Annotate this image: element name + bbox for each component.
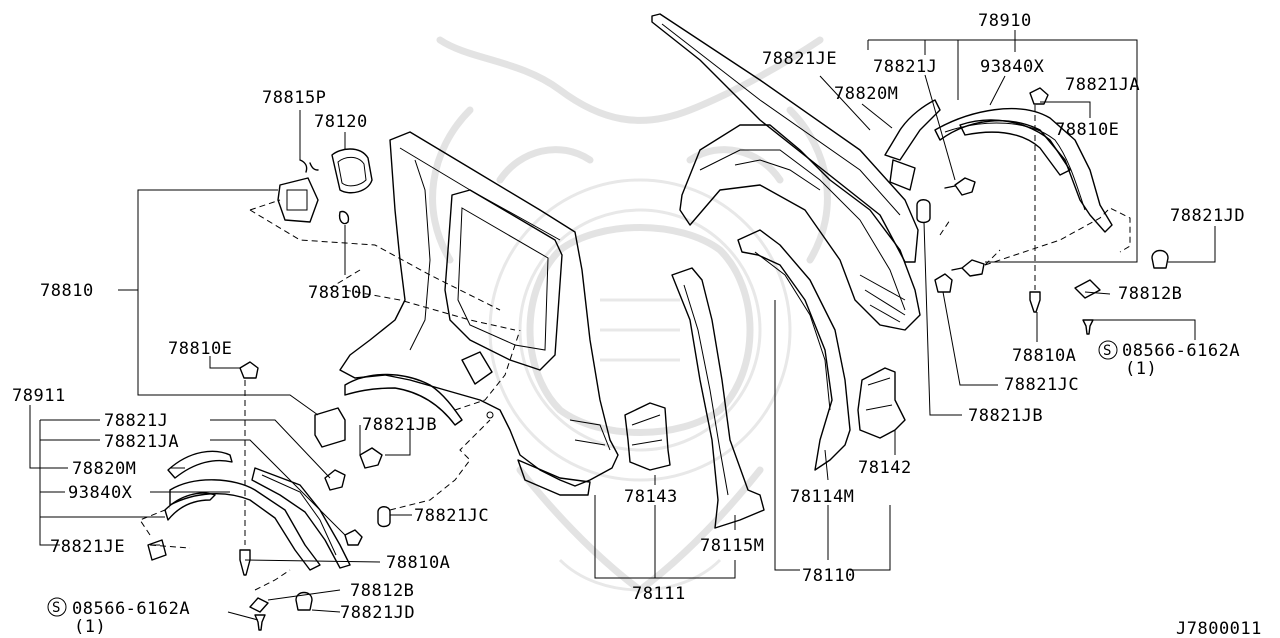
label-78810a-right: 78810A bbox=[1012, 346, 1076, 366]
label-qty-right: (1) bbox=[1125, 359, 1157, 379]
label-78810e-right: 78810E bbox=[1055, 120, 1119, 140]
label-78110: 78110 bbox=[802, 566, 856, 586]
label-78821je-right: 78821JE bbox=[762, 49, 837, 69]
right-fasteners bbox=[916, 87, 1169, 335]
label-78821jd-right: 78821JD bbox=[1170, 206, 1245, 226]
label-78910: 78910 bbox=[978, 11, 1032, 31]
label-78143: 78143 bbox=[624, 487, 678, 507]
fuel-filler-parts bbox=[277, 148, 373, 448]
label-78821jc-right: 78821JC bbox=[1004, 375, 1079, 395]
right-quarter-panel bbox=[651, 13, 921, 331]
label-78821ja-right: 78821JA bbox=[1065, 75, 1140, 95]
label-78115m: 78115M bbox=[700, 536, 764, 556]
label-78810e-left: 78810E bbox=[168, 339, 232, 359]
label-78120: 78120 bbox=[314, 112, 368, 132]
label-93840x-left: 93840X bbox=[68, 483, 133, 503]
label-78821j-left: 78821J bbox=[104, 411, 168, 431]
s-symbol-left: S bbox=[52, 600, 60, 616]
label-78810d: 78810D bbox=[308, 283, 372, 303]
label-78142: 78142 bbox=[858, 458, 912, 478]
inner-wheelhouse-panel bbox=[737, 229, 851, 471]
label-78810: 78810 bbox=[40, 281, 94, 301]
label-78812b-left: 78812B bbox=[350, 581, 414, 601]
label-78810a-left: 78810A bbox=[386, 553, 450, 573]
label-78820m-right: 78820M bbox=[834, 84, 898, 104]
label-qty-left: (1) bbox=[74, 617, 106, 637]
label-78114m: 78114M bbox=[790, 487, 854, 507]
label-78821jc-left: 78821JC bbox=[414, 506, 489, 526]
standard-part-symbols bbox=[47, 340, 1118, 617]
label-78821j-right: 78821J bbox=[873, 57, 937, 77]
s-symbol-right: S bbox=[1103, 343, 1111, 359]
label-78821jd-left: 78821JD bbox=[340, 603, 415, 623]
label-78821ja-left: 78821JA bbox=[104, 432, 179, 452]
label-78820m-left: 78820M bbox=[72, 459, 136, 479]
left-quarter-panel bbox=[339, 131, 619, 496]
label-78821jb-left: 78821JB bbox=[362, 415, 437, 435]
watermark-emblem bbox=[429, 36, 831, 594]
diagram-code: J7800011 bbox=[1176, 619, 1262, 638]
dashed-guides bbox=[139, 105, 1131, 591]
leader-lines bbox=[29, 30, 1216, 621]
label-78911: 78911 bbox=[12, 386, 66, 406]
label-78812b-right: 78812B bbox=[1118, 284, 1182, 304]
callout-labels: 78910 78821JE 78821J 93840X 78821JA 7882… bbox=[12, 11, 1262, 638]
left-wheelhouse-liner bbox=[147, 450, 351, 571]
bracket-78142 bbox=[857, 367, 906, 439]
label-78815p: 78815P bbox=[262, 88, 326, 108]
label-78821je-left: 78821JE bbox=[50, 537, 125, 557]
label-78821jb-right: 78821JB bbox=[968, 406, 1043, 426]
bracket-78143 bbox=[624, 402, 671, 471]
center-pillar-78115m bbox=[671, 267, 765, 529]
label-08566-6162a-right: 08566-6162A bbox=[1122, 341, 1240, 361]
label-08566-6162a-left: 08566-6162A bbox=[72, 599, 190, 619]
label-78111: 78111 bbox=[632, 584, 686, 604]
label-93840x-right: 93840X bbox=[980, 57, 1045, 77]
right-wheelhouse-liner bbox=[884, 99, 1113, 233]
left-fasteners bbox=[239, 361, 391, 631]
